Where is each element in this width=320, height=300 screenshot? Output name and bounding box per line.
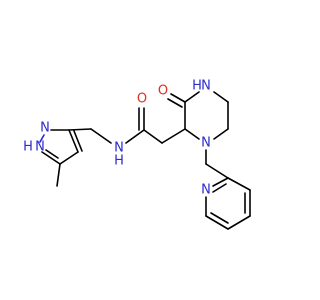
bond — [73, 130, 83, 152]
bond — [41, 151, 61, 165]
skeleton — [0, 0, 300, 300]
bond — [227, 215, 251, 230]
amide-h-atom: H — [114, 154, 124, 169]
bond — [213, 91, 229, 103]
lactam-n-atom: N — [201, 79, 211, 94]
lactam-h-atom: H — [192, 79, 202, 94]
pyridine-n-atom: N — [201, 183, 211, 198]
canvas-background — [0, 0, 300, 300]
bond — [90, 128, 112, 144]
bond — [212, 183, 227, 193]
bond — [210, 212, 229, 224]
molecule-canvas: N H N N H O O N H N N — [0, 0, 300, 300]
bond — [205, 215, 229, 230]
bond — [143, 129, 163, 144]
bond — [39, 134, 45, 143]
atom-labels: N H N N H O O N H N N — [23, 79, 211, 198]
lactam-o-atom: O — [158, 84, 168, 99]
bond — [161, 128, 186, 144]
pyrazole-nh-atom: N — [35, 140, 45, 155]
bond — [184, 128, 200, 140]
bond — [59, 151, 79, 165]
bond — [227, 177, 251, 191]
bond — [167, 98, 183, 108]
bond — [212, 177, 229, 187]
bond — [205, 163, 229, 179]
methyl-bond — [56, 163, 61, 187]
pyrazole-n-atom: N — [40, 121, 50, 136]
bond — [170, 93, 186, 103]
bond — [68, 129, 79, 153]
amide-o-atom: O — [137, 92, 147, 107]
bond — [213, 128, 229, 140]
piperazine-n-atom: N — [201, 136, 211, 151]
amide-n-atom: N — [114, 141, 124, 156]
bond — [45, 149, 59, 159]
pyrazole-h-atom: H — [23, 140, 33, 155]
molecule-structure: N H N N H O O N H N N — [0, 0, 300, 300]
bond — [68, 128, 92, 131]
bond — [125, 129, 145, 144]
bond — [184, 91, 200, 103]
